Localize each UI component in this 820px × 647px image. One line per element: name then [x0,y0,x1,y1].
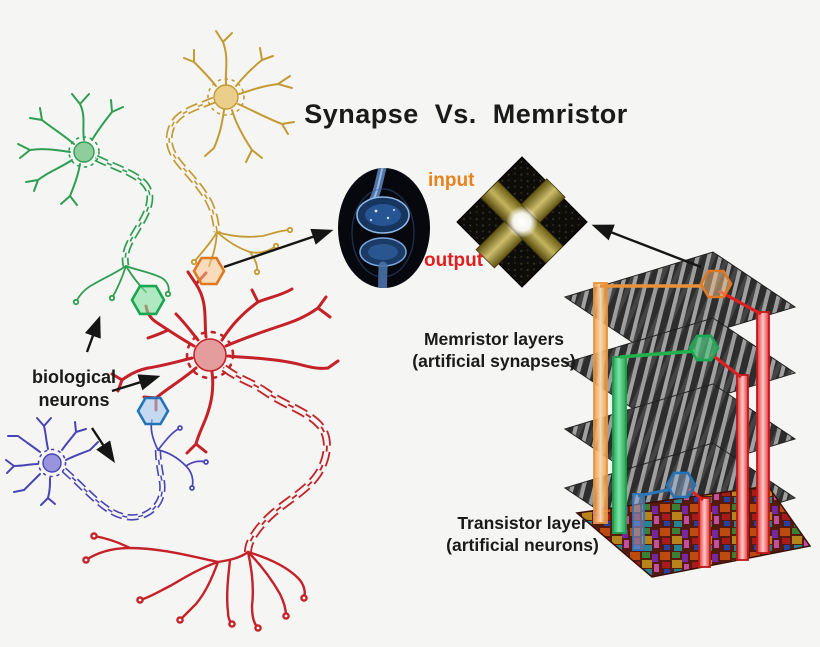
green-marker [130,284,166,316]
biological-neurons-label: biological neurons [8,366,140,412]
memristor-layer [563,251,797,353]
red-neuron [82,270,340,632]
output-label: output [424,250,484,271]
blue-neuron [5,417,209,521]
orange-marker [192,256,226,286]
stack-to-junction-arrow [591,224,702,269]
blue-row-line [637,487,673,498]
memristor-stack [563,224,812,578]
blue-pillar [632,493,645,551]
memristor-layers-label: Memristor layers (artificial synapses) [398,328,590,372]
synapse-image [338,168,430,288]
memristor-layers-line2: (artificial synapses) [412,351,576,371]
figure-title: Synapse Vs. Memristor [304,99,628,129]
blue-marker [136,396,170,426]
transistor-layer-label: Transistor layer (artificial neurons) [430,512,615,556]
red-pillar [698,497,711,568]
transistor-layer-line1: Transistor layer [457,513,588,533]
memristor-junction-image [456,156,588,288]
red-pillar [756,311,770,554]
green-neuron [17,93,172,306]
memristor-layers-line1: Memristor layers [423,329,565,349]
red-pillar [736,374,749,561]
green-cell-marker [688,334,720,362]
transistor-layer-line2: (artificial neurons) [446,535,599,555]
orange-pillar [593,282,608,524]
orange-cell-marker [699,269,733,299]
red-column-line [710,352,742,379]
biological-neurons-line1: biological [31,367,116,387]
green-pillar [612,356,627,534]
synapse-markers [130,256,226,426]
annotation-arrows [84,228,334,464]
biological-neurons-line2: neurons [38,390,110,410]
input-label: input [428,170,475,191]
blue-cell-marker [665,471,697,499]
yellow-neuron [165,30,295,276]
green-row-line [619,349,697,359]
